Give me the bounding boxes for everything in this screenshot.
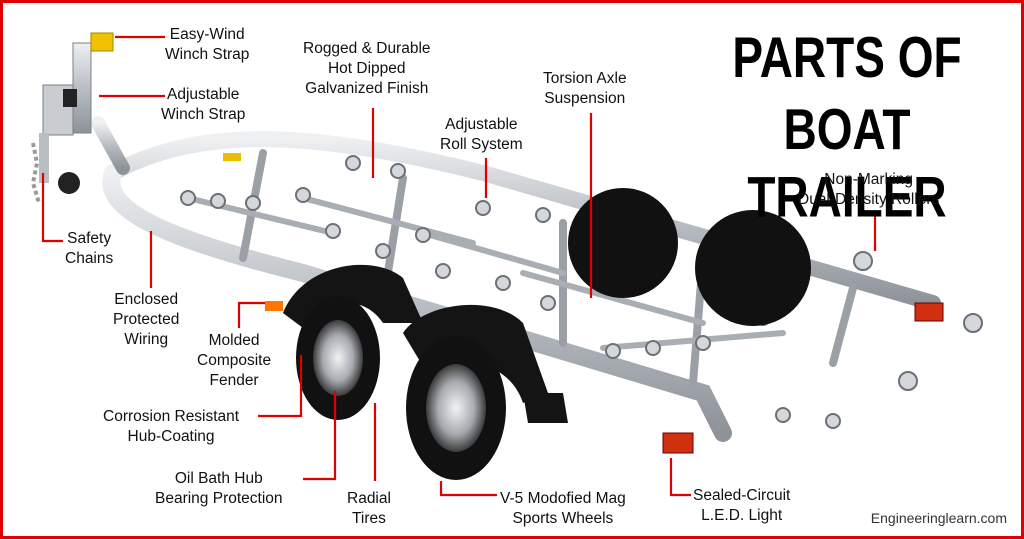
label-line: Sealed-Circuit — [693, 487, 791, 504]
label-line: Hot Dipped — [327, 60, 406, 77]
label-mag-sports-wheels: V-5 Modofied Mag Sports Wheels — [500, 489, 626, 529]
leader-hub-coating — [258, 355, 303, 418]
leader-bearing — [303, 391, 337, 481]
safety-chain — [30, 142, 41, 204]
label-line: Wiring — [124, 331, 169, 348]
label-line: Corrosion Resistant — [103, 408, 240, 425]
label-line: Hub-Coating — [127, 428, 215, 445]
label-line: Roll System — [440, 136, 523, 153]
label-safety-chains: Safety Chains — [65, 229, 113, 269]
label-line: V-5 Modofied Mag — [500, 490, 626, 507]
label-line: Oil Bath Hub — [174, 470, 263, 487]
winch-assembly — [39, 32, 114, 194]
label-led-light: Sealed-Circuit L.E.D. Light — [693, 486, 790, 526]
watermark: Engineeringlearn.com — [866, 508, 1011, 528]
roller-arms — [185, 195, 786, 351]
label-line: Winch Strap — [161, 106, 246, 123]
label-torsion-axle-suspension: Torsion Axle Suspension — [543, 69, 627, 109]
label-radial-tires: Radial Tires — [347, 489, 391, 529]
leader-fender — [237, 301, 265, 328]
label-line: Suspension — [544, 90, 626, 107]
label-line: Composite — [197, 352, 272, 369]
label-galvanized-finish: Rogged & Durable Hot Dipped Galvanized F… — [303, 39, 431, 99]
label-line: Winch Strap — [165, 46, 250, 63]
label-molded-composite-fender: Molded Composite Fender — [197, 331, 271, 391]
label-line: Sports Wheels — [512, 510, 614, 527]
label-enclosed-wiring: Enclosed Protected Wiring — [113, 290, 179, 350]
frame-rails — [91, 116, 941, 442]
label-line: Tires — [352, 510, 386, 527]
leader-led — [669, 458, 691, 497]
label-line: Protected — [113, 311, 180, 328]
label-oil-bath-hub-bearing: Oil Bath Hub Bearing Protection — [155, 469, 283, 509]
tail-lights — [223, 153, 944, 454]
leader-wheels — [439, 481, 497, 497]
rear-wheels — [568, 188, 811, 326]
diagram-title-line-2: BOAT TRAILER — [747, 96, 947, 229]
label-line: Galvanized Finish — [305, 80, 429, 97]
label-line: L.E.D. Light — [701, 507, 783, 524]
label-line: Dual-Density Rollers — [798, 191, 940, 208]
label-line: Radial — [347, 490, 391, 507]
label-line: Torsion Axle — [543, 70, 627, 87]
label-line: Chains — [65, 250, 114, 267]
label-adjustable-roll-system: Adjustable Roll System — [440, 115, 523, 155]
front-wheels — [296, 296, 506, 480]
label-line: Easy-Wind — [169, 26, 245, 43]
leader-safety-chains — [41, 173, 63, 243]
label-line: Adjustable — [445, 116, 518, 133]
boat-trailer-illustration — [30, 32, 983, 497]
label-line: Safety — [67, 230, 112, 247]
label-non-marking-rollers: Non-Marking Dual-Density Rollers — [798, 170, 939, 210]
label-adjustable-winch-strap: Adjustable Winch Strap — [161, 85, 245, 125]
diagram-title-line-1: PARTS OF — [732, 24, 962, 90]
label-line: Adjustable — [167, 86, 240, 103]
label-line: Bearing Protection — [155, 490, 283, 507]
label-easy-wind-winch-strap: Easy-Wind Winch Strap — [165, 25, 249, 65]
label-line: Molded — [208, 332, 260, 349]
label-corrosion-resistant-hub: Corrosion Resistant Hub-Coating — [103, 407, 239, 447]
label-line: Fender — [209, 372, 259, 389]
leader-lines — [41, 35, 877, 497]
label-line: Non-Marking — [824, 171, 913, 188]
label-line: Enclosed — [114, 291, 179, 308]
label-line: Rogged & Durable — [303, 40, 431, 57]
